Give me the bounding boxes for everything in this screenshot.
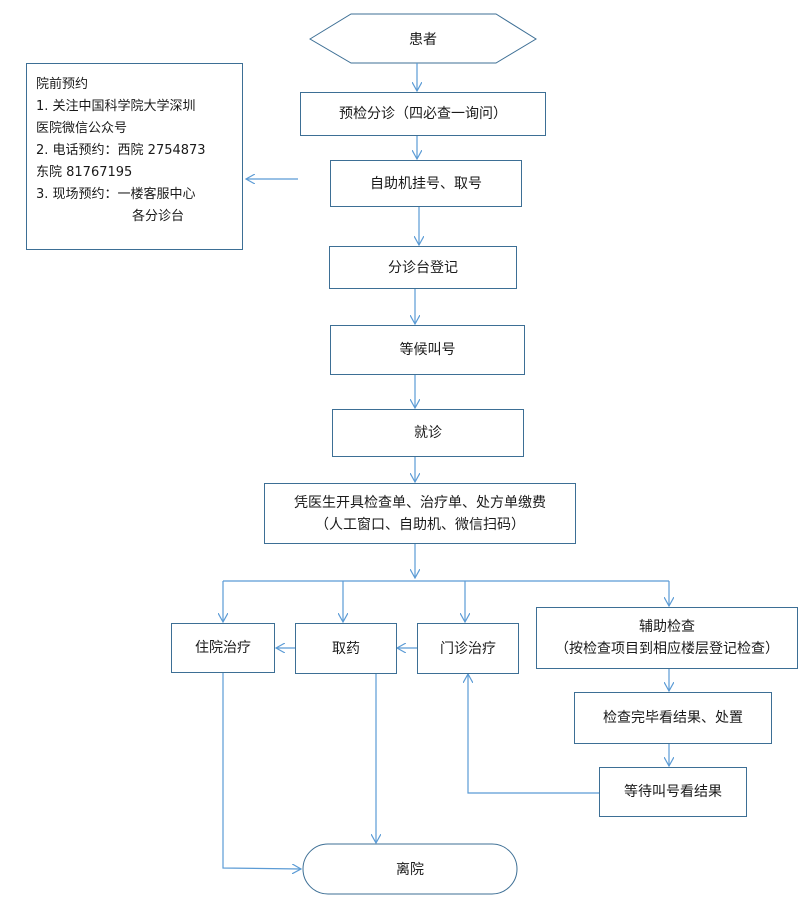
node-payment: 凭医生开具检查单、治疗单、处方单缴费 （人工窗口、自助机、微信扫码） [264,483,576,544]
appointment-note-line: 2. 电话预约：西院 2754873 [36,143,206,158]
node-check-done: 检查完毕看结果、处置 [574,692,772,744]
node-self-service-label: 自助机挂号、取号 [370,175,482,192]
leave-shape [302,843,518,895]
node-check-done-label: 检查完毕看结果、处置 [603,710,743,726]
node-triage-register-label: 分诊台登记 [388,259,458,276]
node-outpatient: 门诊治疗 [417,623,519,674]
node-payment-line2: （人工窗口、自助机、微信扫码） [315,516,525,533]
appointment-note-line: 3. 现场预约：一楼客服中心 [36,187,196,202]
node-precheck-label: 预检分诊（四必查一询问） [339,106,507,122]
node-leave: 离院 [396,862,424,878]
node-patient: 患者 [409,32,437,48]
node-wait-call: 等候叫号 [330,325,525,375]
appointment-note-line: 医院微信公众号 [36,121,128,136]
arrow-inpatient-to-leave [222,673,301,869]
node-wait-result: 等待叫号看结果 [599,767,747,817]
node-wait-result-label: 等待叫号看结果 [624,784,722,800]
patient-shape [309,13,537,64]
node-wait-call-label: 等候叫号 [399,342,456,358]
node-payment-line1: 凭医生开具检查单、治疗单、处方单缴费 [294,494,546,511]
node-triage-register: 分诊台登记 [329,246,517,289]
node-precheck: 预检分诊（四必查一询问） [300,92,546,136]
node-aux-exam: 辅助检查 （按检查项目到相应楼层登记检查） [536,607,798,669]
appointment-note-title: 院前预约 [36,77,89,92]
node-inpatient-label: 住院治疗 [195,640,251,656]
appointment-note-line: 各分诊台 [132,209,185,224]
node-self-service: 自助机挂号、取号 [330,160,522,207]
node-outpatient-label: 门诊治疗 [440,640,496,657]
node-pharmacy-label: 取药 [332,640,360,657]
appointment-note-line: 东院 81767195 [36,165,133,180]
node-consult-label: 就诊 [414,425,442,441]
node-aux-exam-line1: 辅助检查 [639,619,695,635]
appointment-note-line: 1. 关注中国科学院大学深圳 [36,99,196,114]
appointment-note: 院前预约 1. 关注中国科学院大学深圳 医院微信公众号 2. 电话预约：西院 2… [26,63,243,250]
node-consult: 就诊 [332,409,524,457]
arrow-waitresult-to-outpatient [468,674,599,794]
node-inpatient: 住院治疗 [171,623,275,673]
node-pharmacy: 取药 [295,623,397,674]
node-aux-exam-line2: （按检查项目到相应楼层登记检查） [555,641,779,657]
